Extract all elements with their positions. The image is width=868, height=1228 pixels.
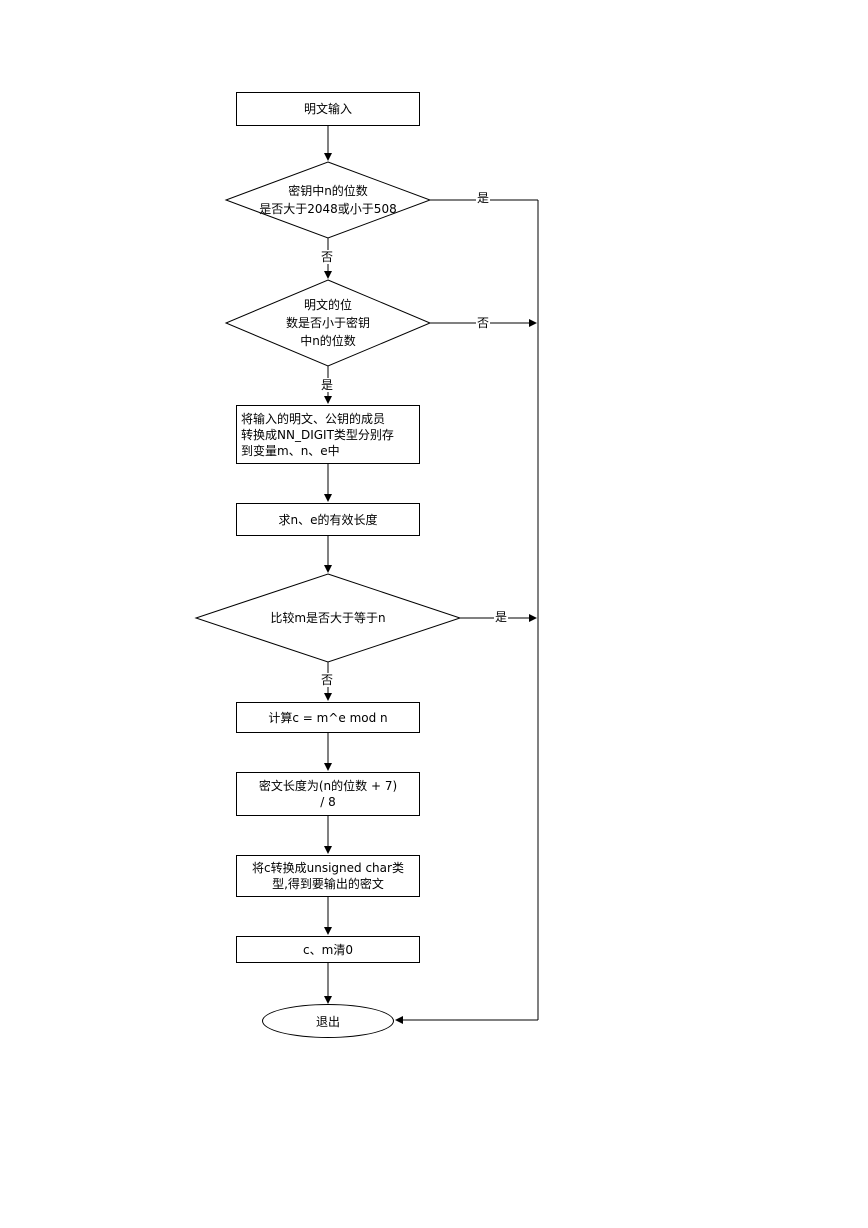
node-check-plaintext-bits: 明文的位 数是否小于密钥 中n的位数 bbox=[285, 298, 370, 348]
node-convert-members-text: 将输入的明文、公钥的成员 转换成NN_DIGIT类型分别存 到变量m、n、e中 bbox=[241, 411, 394, 458]
node-compute-c: 计算c = m^e mod n bbox=[236, 702, 420, 733]
label-d2-no: 否 bbox=[476, 316, 491, 330]
label-d3-no: 否 bbox=[320, 673, 335, 687]
label-d1-no: 否 bbox=[320, 250, 335, 264]
node-clear-cm: c、m清0 bbox=[236, 936, 420, 963]
node-exit-text: 退出 bbox=[315, 1014, 340, 1029]
node-plaintext-input-text: 明文输入 bbox=[303, 102, 352, 116]
label-d3-yes: 是 bbox=[494, 610, 509, 624]
node-effective-length-text: 求n、e的有效长度 bbox=[278, 512, 378, 527]
node-compute-c-text: 计算c = m^e mod n bbox=[268, 710, 388, 725]
node-clear-cm-text: c、m清0 bbox=[303, 942, 353, 957]
label-d1-yes: 是 bbox=[476, 191, 491, 205]
node-compare-m-n: 比较m是否大于等于n bbox=[270, 611, 386, 625]
node-ciphertext-length: 密文长度为(n的位数 + 7) / 8 bbox=[236, 772, 420, 816]
node-effective-length: 求n、e的有效长度 bbox=[236, 503, 420, 536]
node-plaintext-input: 明文输入 bbox=[236, 92, 420, 126]
node-exit: 退出 bbox=[262, 1004, 394, 1038]
node-convert-c: 将c转换成unsigned char类 型,得到要输出的密文 bbox=[236, 855, 420, 897]
node-convert-c-text: 将c转换成unsigned char类 型,得到要输出的密文 bbox=[252, 861, 404, 891]
label-d2-yes: 是 bbox=[320, 378, 335, 392]
node-convert-members: 将输入的明文、公钥的成员 转换成NN_DIGIT类型分别存 到变量m、n、e中 bbox=[236, 405, 420, 464]
node-ciphertext-length-text: 密文长度为(n的位数 + 7) / 8 bbox=[258, 779, 398, 809]
node-check-key-bits: 密钥中n的位数 是否大于2048或小于508 bbox=[259, 184, 397, 216]
